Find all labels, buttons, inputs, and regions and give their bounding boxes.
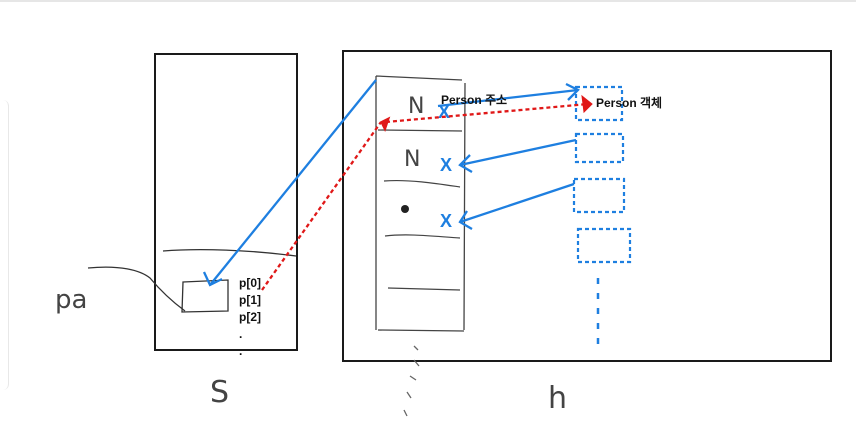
red-arrow-object: [385, 102, 589, 124]
x-mark-icon: X: [440, 211, 452, 231]
null-dot: [401, 205, 409, 213]
blue-arrow-1: [459, 138, 577, 167]
pa-label: pa: [55, 285, 87, 315]
x-mark-icon: X: [438, 102, 450, 122]
object-box-2: [572, 177, 626, 214]
array-divider: [384, 234, 461, 239]
array-continuation: [403, 345, 420, 417]
blue-arrowhead: [458, 210, 473, 230]
stack-box: [154, 53, 298, 351]
blue-arrowhead: [202, 271, 223, 287]
blue-arrow-person: [437, 88, 579, 108]
ellipsis-dot: .: [239, 327, 242, 341]
blue-arrowhead: [458, 154, 473, 173]
blue-arrow-2: [459, 182, 575, 224]
person-address-label: Person 주소: [441, 93, 507, 107]
heap-box: [342, 50, 832, 362]
p2-label: p[2]: [239, 310, 261, 324]
blue-arrowhead: [565, 82, 580, 101]
stack-label: S: [210, 375, 229, 410]
cell-mark-0: N: [408, 94, 424, 119]
stack-divider: [162, 248, 297, 257]
array-column: [375, 75, 466, 332]
red-arrowhead: [581, 94, 593, 114]
p0-label: p[0]: [239, 276, 261, 290]
array-divider: [387, 287, 461, 291]
x-mark-icon: X: [440, 155, 452, 175]
red-arrow-p0: [261, 121, 382, 291]
array-divider: [377, 129, 463, 132]
object-box-3: [576, 227, 632, 264]
array-divider: [383, 179, 461, 188]
pa-box: [181, 279, 229, 313]
heap-label: h: [548, 381, 567, 416]
pa-leader: [87, 266, 186, 312]
ellipsis-dot: .: [239, 344, 242, 358]
object-box-0: [574, 85, 624, 122]
cell-mark-1: N: [404, 147, 420, 172]
object-box-1: [574, 132, 625, 164]
blue-arrow-pa: [209, 79, 377, 286]
red-arrowhead: [379, 116, 391, 132]
top-border: [0, 0, 856, 2]
p1-label: p[1]: [239, 293, 261, 307]
left-panel-edge: [0, 100, 9, 390]
person-object-label: Person 객체: [596, 95, 662, 110]
